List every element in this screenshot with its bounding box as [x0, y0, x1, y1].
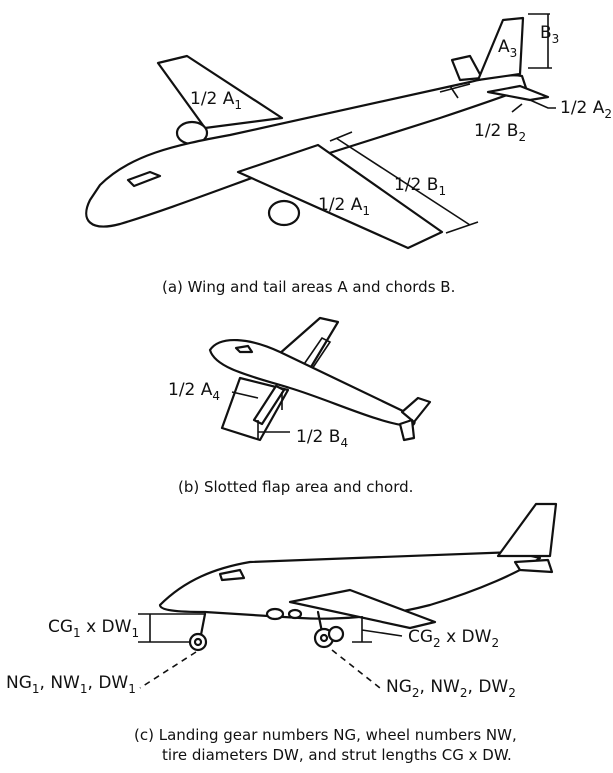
label-b3: B3 — [540, 23, 559, 46]
b2-dimension-line — [439, 83, 523, 113]
engine — [265, 607, 285, 621]
vertical-tail — [496, 502, 558, 558]
caption-c-line2: tire diameters DW, and strut lengths CG … — [162, 746, 512, 764]
figure-a-airplane — [85, 13, 556, 250]
label-ng2: NG2, NW2, DW2 — [386, 677, 516, 700]
horizontal-tail — [513, 558, 554, 574]
fuselage — [158, 550, 542, 620]
caption-b: (b) Slotted flap area and chord. — [178, 478, 413, 496]
b1-dimension-line — [329, 131, 479, 234]
label-a1-top: 1/2 A1 — [190, 89, 242, 112]
a4-leader — [231, 391, 259, 399]
far-flap — [299, 336, 332, 373]
cg2-dimension-line — [352, 616, 403, 643]
label-b4: 1/2 B4 — [296, 427, 348, 450]
horizontal-tail — [398, 418, 416, 442]
figure-b-labels: 1/2 A4 1/2 B4 (b) Slotted flap area and … — [168, 380, 413, 496]
figure-a-labels: 1/2 A1 1/2 A1 1/2 B1 A3 B3 1/2 A2 1/2 B2… — [162, 23, 612, 296]
far-horizontal-tail — [450, 54, 484, 82]
label-ng1: NG1, NW1, DW1 — [6, 673, 136, 696]
cockpit-window — [234, 344, 254, 354]
label-cg1: CG1 x DW1 — [48, 617, 139, 640]
vertical-tail — [476, 16, 525, 82]
caption-a: (a) Wing and tail areas A and chords B. — [162, 278, 455, 296]
label-a3: A3 — [498, 37, 517, 60]
cg1-dimension-line — [138, 613, 206, 643]
engine — [287, 608, 303, 620]
label-b1: 1/2 B1 — [394, 175, 446, 198]
a2-leader — [529, 99, 556, 109]
label-b2: 1/2 B2 — [474, 121, 526, 144]
nose-wheel — [193, 637, 203, 647]
b3-dimension-line — [528, 13, 552, 69]
label-a2: 1/2 A2 — [560, 98, 612, 121]
near-engine — [267, 199, 301, 227]
far-wing — [156, 54, 284, 130]
ng1-leader — [139, 651, 197, 689]
label-a4: 1/2 A4 — [168, 380, 220, 403]
figure-c-airplane — [138, 502, 558, 689]
label-cg2: CG2 x DW2 — [408, 627, 499, 650]
near-wing — [288, 588, 437, 630]
figure-c-labels: CG1 x DW1 CG2 x DW2 NG1, NW1, DW1 NG2, N… — [6, 617, 517, 764]
caption-c-line1: (c) Landing gear numbers NG, wheel numbe… — [134, 726, 517, 744]
ng2-leader — [331, 649, 381, 689]
cockpit-window — [126, 170, 162, 188]
figure-b-airplane — [208, 316, 432, 442]
near-wing — [236, 143, 444, 250]
near-horizontal-tail — [486, 84, 550, 102]
vertical-tail — [400, 396, 432, 424]
label-a1-bottom: 1/2 A1 — [318, 195, 370, 218]
b4-dimension-line — [257, 392, 290, 440]
cockpit-window — [218, 568, 246, 582]
near-flap — [252, 384, 286, 426]
main-wheel — [327, 625, 345, 643]
main-wheel — [319, 633, 329, 643]
